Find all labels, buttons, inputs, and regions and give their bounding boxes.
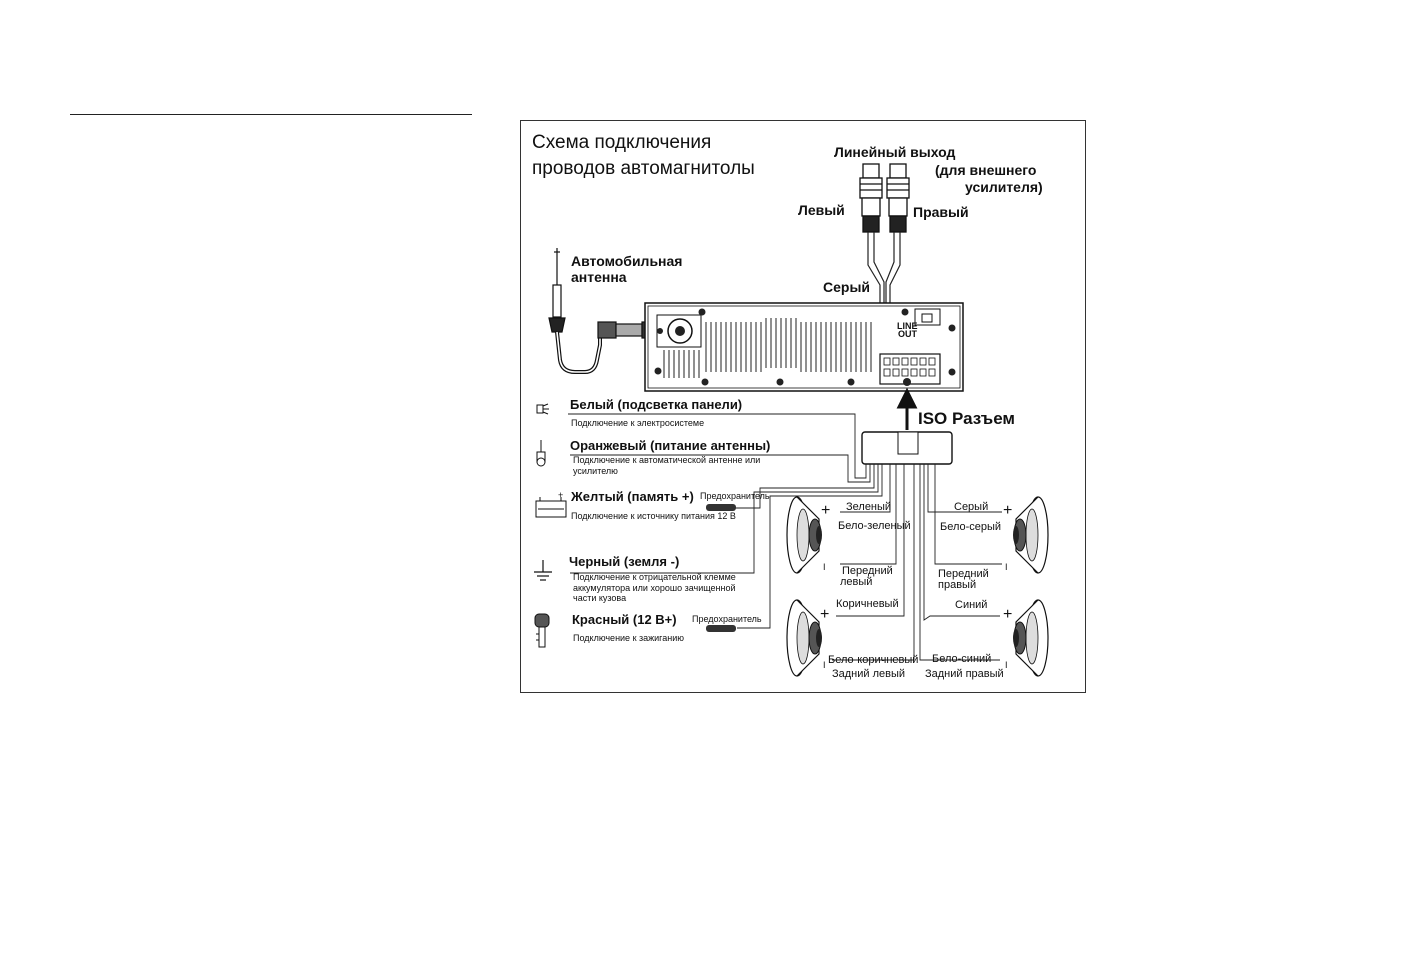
top-rule <box>70 114 472 115</box>
rca-right-connector <box>886 163 910 233</box>
wire-yellow-desc: Подключение к источнику питания 12 В <box>571 511 736 521</box>
wire-black-desc2: аккумулятора или хорошо зачищенной <box>573 583 736 593</box>
fl-minus: I <box>823 562 826 572</box>
fuse1-label: Предохранитель <box>700 491 770 501</box>
icon-panel-light <box>536 403 549 415</box>
ground-icon <box>534 560 552 581</box>
line-out-title: Линейный выход <box>834 144 956 160</box>
speaker-cap <box>816 629 822 647</box>
spk-front-left-2: левый <box>840 576 872 588</box>
iso-pin <box>928 368 936 377</box>
battery-icon <box>535 497 567 518</box>
wire-red-desc: Подключение к зажиганию <box>573 633 684 643</box>
wire-yellow-label: Желтый (память +) <box>570 489 694 504</box>
rca-cable-left <box>867 232 885 305</box>
spk-brown-label: Коричневый <box>836 598 899 610</box>
speaker-cap <box>816 526 822 544</box>
iso-pin <box>919 368 927 377</box>
fl-plus: + <box>821 502 830 519</box>
iso-pin <box>910 368 918 377</box>
speaker-front-right-icon <box>1013 496 1049 574</box>
iso-arrow <box>896 387 918 430</box>
gray-wire-label: Серый <box>823 279 870 295</box>
wire-red-label: Красный (12 В+) <box>572 612 677 627</box>
fuse2-icon <box>706 625 736 632</box>
speaker-cap <box>1013 629 1019 647</box>
iso-pin <box>901 357 909 366</box>
speaker-surround <box>1025 611 1039 665</box>
spk-white-brown-label: Бело-коричневый <box>828 654 918 666</box>
rca-cable-right <box>885 232 901 305</box>
fuse1-icon <box>706 504 736 511</box>
wire-orange-desc2: усилителю <box>573 466 618 476</box>
rr-minus: I <box>1005 660 1008 670</box>
speaker-surround <box>796 611 810 665</box>
iso-pin <box>883 368 891 377</box>
diagram-title-line2: проводов автомагнитолы <box>532 158 755 179</box>
speaker-surround <box>796 508 810 562</box>
line-out-sub1: (для внешнего <box>935 162 1036 178</box>
line-out-sub2: усилителя) <box>965 179 1043 195</box>
wire-black-label: Черный (земля -) <box>569 554 679 569</box>
spk-front-right-2: правый <box>938 579 976 591</box>
diagram-title-line1: Схема подключения <box>532 132 711 153</box>
wire-white-desc: Подключение к электросистеме <box>571 418 704 428</box>
line-out-right-label: Правый <box>913 204 969 220</box>
iso-pin <box>892 368 900 377</box>
spk-front-left-1: Передний <box>842 565 893 577</box>
wire-black-desc3: части кузова <box>573 593 626 603</box>
spk-gray-label: Серый <box>954 501 988 513</box>
spk-green-label: Зеленый <box>846 501 891 513</box>
speaker-front-left-icon <box>786 496 822 574</box>
spk-front-right-1: Передний <box>938 568 989 580</box>
speaker-rear-left-icon <box>786 599 822 677</box>
iso-pin <box>910 357 918 366</box>
fr-minus: I <box>1005 562 1008 572</box>
speaker-cap <box>1013 526 1019 544</box>
rr-plus: + <box>1003 606 1012 623</box>
spk-white-gray-label: Бело-серый <box>940 521 1001 533</box>
speaker-rear-right-icon <box>1013 599 1049 677</box>
ignition-key-icon <box>534 613 550 648</box>
wire-white-label: Белый (подсветка панели) <box>570 397 742 412</box>
iso-plug <box>861 431 953 465</box>
spk-white-green-label: Бело-зеленый <box>838 520 911 532</box>
rl-plus: + <box>820 606 829 623</box>
line-out-left-label: Левый <box>798 202 845 218</box>
iso-pin <box>928 357 936 366</box>
spk-rear-left-label: Задний левый <box>832 668 905 680</box>
head-unit <box>644 302 964 392</box>
icon-antenna-motor <box>536 440 546 467</box>
wire-orange-desc1: Подключение к автоматической антенне или <box>573 455 760 465</box>
iso-pin <box>919 357 927 366</box>
wire-orange-label: Оранжевый (питание антенны) <box>570 438 770 453</box>
spk-rear-right-label: Задний правый <box>925 668 1004 680</box>
rca-left-connector <box>859 163 883 233</box>
diagram-frame <box>520 120 1086 693</box>
antenna-label-line2: антенна <box>571 269 627 285</box>
spk-blue-label: Синий <box>955 599 987 611</box>
spk-white-blue-label: Бело-синий <box>932 653 991 665</box>
line-out-panel-label-2: OUT <box>898 329 918 339</box>
speaker-surround <box>1025 508 1039 562</box>
iso-connector-label: ISO Разъем <box>918 409 1015 428</box>
antenna-label-line1: Автомобильная <box>571 253 682 269</box>
fr-plus: + <box>1003 502 1012 519</box>
fuse2-label: Предохранитель <box>692 614 762 624</box>
wire-black-desc1: Подключение к отрицательной клемме <box>573 572 736 582</box>
iso-pin <box>892 357 900 366</box>
battery-plus-sign: + <box>558 490 563 500</box>
line-out-panel-label-1: LINE <box>897 321 918 331</box>
iso-pin <box>883 357 891 366</box>
iso-pin <box>901 368 909 377</box>
wire-bundle <box>568 413 1002 661</box>
rl-minus: I <box>823 660 826 670</box>
